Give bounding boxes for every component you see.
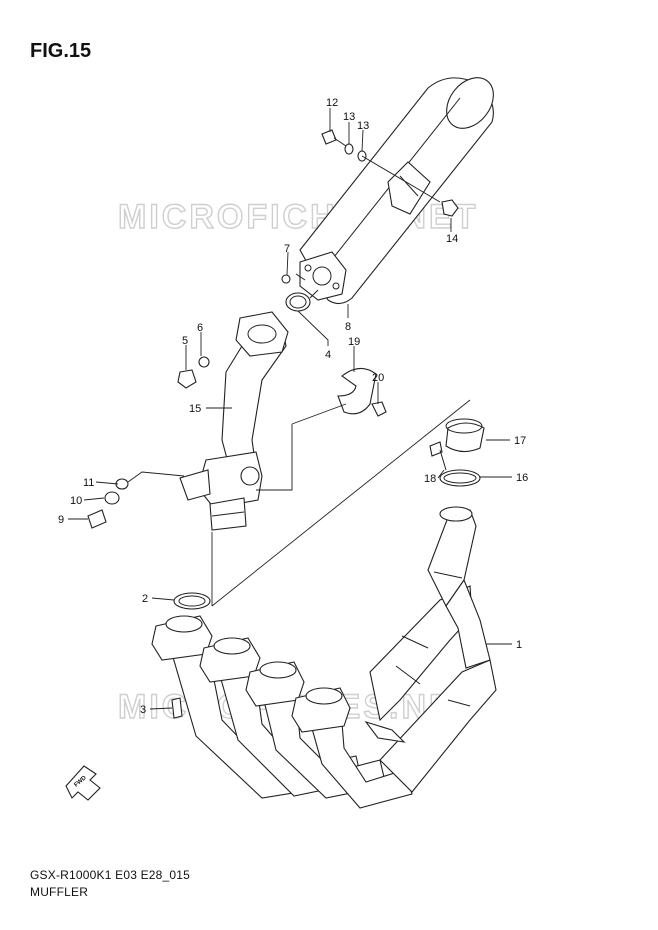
callout-12: 12 bbox=[326, 97, 338, 109]
heat-shield-19 bbox=[337, 367, 377, 415]
figure-name: MUFFLER bbox=[30, 885, 89, 899]
bolt-20 bbox=[371, 401, 387, 417]
exhaust-header-1 bbox=[151, 506, 497, 809]
callout-18: 18 bbox=[424, 473, 436, 485]
callout-20: 20 bbox=[372, 372, 384, 384]
callout-11: 11 bbox=[83, 477, 94, 489]
connector-17 bbox=[445, 422, 485, 453]
callout-2: 2 bbox=[142, 593, 148, 605]
fwd-arrow-icon: FWD bbox=[65, 765, 101, 801]
callout-13a: 13 bbox=[343, 111, 355, 123]
bolt-12 bbox=[321, 129, 347, 147]
figure-title: FIG.15 bbox=[30, 40, 92, 62]
washer-13a bbox=[344, 143, 354, 155]
callout-10: 10 bbox=[70, 495, 82, 507]
callout-13b: 13 bbox=[357, 120, 369, 132]
clamp-16 bbox=[439, 469, 481, 487]
callout-4: 4 bbox=[325, 349, 331, 361]
collar-10 bbox=[104, 491, 120, 505]
bolt-18 bbox=[429, 441, 443, 457]
washer-6 bbox=[198, 356, 210, 368]
callout-5: 5 bbox=[182, 335, 188, 347]
nut-5 bbox=[177, 369, 197, 389]
callout-19: 19 bbox=[348, 336, 360, 348]
model-code: GSX-R1000K1 E03 E28_015 bbox=[30, 868, 191, 882]
silencer-body bbox=[295, 77, 494, 305]
callout-15: 15 bbox=[189, 403, 201, 415]
washer-7 bbox=[281, 274, 291, 284]
callout-14: 14 bbox=[446, 233, 458, 245]
callout-17: 17 bbox=[514, 435, 526, 447]
bolt-9 bbox=[87, 509, 107, 529]
connecting-pipe-15 bbox=[179, 311, 289, 531]
callout-6: 6 bbox=[197, 322, 203, 334]
callout-3: 3 bbox=[140, 704, 146, 716]
callout-8: 8 bbox=[345, 321, 351, 333]
callout-16: 16 bbox=[516, 472, 528, 484]
stud-3 bbox=[171, 697, 183, 719]
callout-7: 7 bbox=[284, 243, 290, 255]
callout-1: 1 bbox=[516, 639, 522, 651]
nut-14 bbox=[441, 199, 459, 217]
callout-9: 9 bbox=[58, 514, 64, 526]
